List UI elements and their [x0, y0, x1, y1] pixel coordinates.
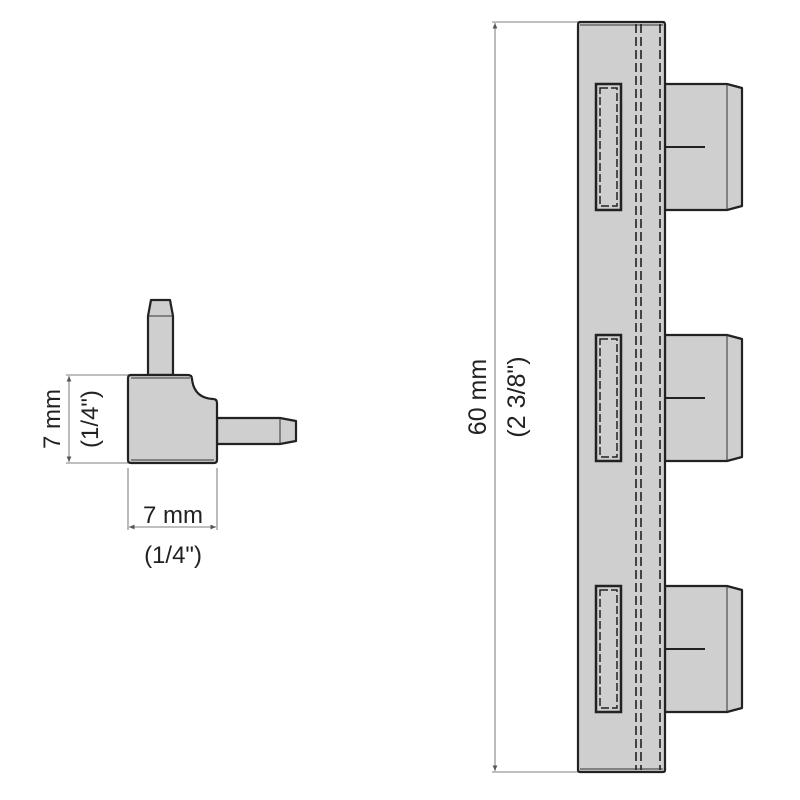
elbow-connector	[126, 298, 298, 465]
tab-1	[663, 82, 744, 212]
length-label: 60 mm	[464, 359, 492, 435]
tab-3	[663, 584, 744, 714]
small-width-label: 7 mm	[143, 502, 203, 529]
length-dimension: 60 mm (2 3/8")	[464, 21, 578, 773]
slot-1	[594, 82, 623, 212]
tab-2	[663, 333, 744, 463]
horizontal-barb	[215, 416, 298, 446]
vertical-barb	[146, 298, 175, 377]
slot-3	[594, 584, 623, 714]
elbow-body	[126, 373, 219, 465]
connector-strip	[576, 20, 744, 774]
small-height-dimension: 7 mm (1/4")	[39, 374, 128, 464]
small-height-imperial-label: (1/4")	[77, 390, 104, 448]
small-width-imperial-label: (1/4")	[144, 542, 202, 569]
length-imperial-label: (2 3/8")	[503, 356, 531, 437]
small-width-dimension: 7 mm (1/4")	[127, 468, 218, 569]
small-height-label: 7 mm	[39, 389, 66, 449]
slot-2	[594, 333, 623, 463]
